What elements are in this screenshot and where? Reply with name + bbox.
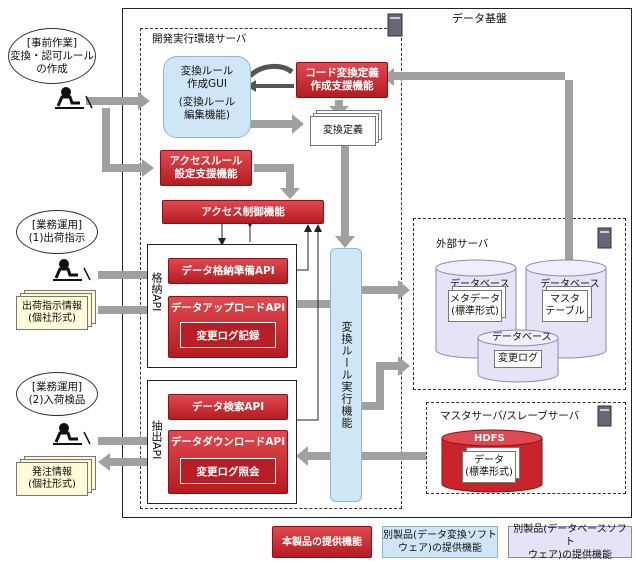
master-table-line2: テーブル — [545, 306, 585, 317]
legend-database-software: 別製品(データベースソフト ウェア)の提供機能 — [508, 523, 632, 561]
access-rule-line2: 設定支援機能 — [174, 168, 238, 180]
conversion-gui-line4: 編集機能) — [183, 109, 231, 121]
server-icon — [387, 13, 403, 37]
change-log-record: 変更ログ記録 — [180, 322, 276, 348]
rule-engine-label: 変換ルール実行機能 — [340, 321, 353, 429]
hdfs-title: HDFS — [474, 433, 505, 444]
server-icon — [597, 405, 612, 427]
search-api: データ検索API — [168, 394, 288, 420]
db3-title: データベース — [492, 332, 552, 343]
master-table-line1: マスタ — [550, 294, 580, 305]
order-info-doc: 発注情報 (個社形式) — [16, 462, 88, 496]
order-doc-line1: 発注情報 — [32, 467, 72, 478]
shipping-doc-line1: 出荷指示情報 — [22, 301, 82, 312]
conversion-gui-line1: 変換ルール — [180, 65, 234, 77]
arrow-pre-to-gui — [86, 92, 150, 110]
data-platform-title: データ基盤 — [452, 12, 507, 25]
download-api-label: データダウンロードAPI — [170, 436, 286, 448]
code-support-line1: コード変換定義 — [305, 67, 379, 79]
conversion-gui-line3: (変換ルール — [178, 96, 236, 108]
external-server-title: 外部サーバ — [436, 238, 489, 250]
shipping-doc-line2: (個社形式) — [28, 313, 76, 324]
prep-api-label: データ格納準備API — [181, 264, 275, 277]
legend-database-line2: ウェア)の提供機能 — [528, 549, 612, 561]
legend-conversion-software: 別製品(データ変換ソフト ウェア)の提供機能 — [382, 526, 498, 558]
access-rule-support: アクセスルール 設定支援機能 — [160, 150, 252, 186]
metadata-line2: (標準形式) — [451, 306, 499, 317]
arrow-inspect-to-search — [98, 432, 168, 450]
arrow-gui-loop — [248, 64, 294, 78]
arrow-engine-to-hdfs — [362, 356, 410, 410]
extract-api-label: 抽出API — [150, 420, 163, 460]
code-support-line2: 作成支援機能 — [310, 80, 374, 92]
conversion-gui-line2: 作成GUI — [187, 78, 227, 90]
callout-shipping-line1: [業務運用] — [31, 219, 83, 231]
person-icon — [55, 87, 93, 109]
callout-shipping: [業務運用] (1)出荷指示 — [16, 210, 98, 254]
hdfs-data-doc: データ (標準形式) — [462, 451, 516, 483]
legend-conversion-line1: 別製品(データ変換ソフト — [383, 530, 497, 541]
arrow-code-to-def — [329, 100, 349, 116]
db1-title: データベース — [450, 279, 510, 290]
conversion-definition: 変換定義 — [310, 116, 376, 146]
arrow-engine-to-external — [362, 280, 410, 300]
conversion-def-label: 変換定義 — [323, 125, 363, 136]
master-server-frame — [426, 402, 626, 494]
hdfs-data-line1: データ — [474, 455, 504, 466]
db2-title: データベース — [540, 279, 600, 290]
legend-conversion-line2: ウェア)の提供機能 — [398, 543, 482, 554]
external-server-frame — [413, 218, 626, 390]
arrow-download-to-order — [98, 453, 168, 471]
person-icon — [53, 423, 91, 445]
access-rule-line1: アクセスルール — [169, 155, 243, 167]
change-log-doc: 変更ログ — [494, 350, 542, 368]
legend-database-line1: 別製品(データベースソフト — [513, 523, 627, 548]
arrow-shipdoc-to-upload — [98, 301, 168, 319]
change-log-doc-label: 変更ログ — [498, 353, 538, 364]
legend-product-label: 本製品の提供機能 — [282, 536, 362, 548]
hdfs-data-line2: (標準形式) — [465, 467, 513, 478]
callout-inspection-line1: [業務運用] — [31, 381, 83, 393]
upload-api-label: データアップロードAPI — [170, 302, 286, 314]
callout-preparation-line2: 変換・認可ルール — [10, 49, 94, 62]
change-log-ref-label: 変更ログ照会 — [196, 465, 260, 478]
access-control: アクセス制御機能 — [162, 200, 324, 224]
storage-api-label: 格納API — [150, 272, 163, 312]
person-icon — [53, 259, 91, 281]
access-control-label: アクセス制御機能 — [201, 205, 285, 218]
shipping-instruction-doc: 出荷指示情報 (個社形式) — [16, 296, 88, 330]
dev-server-title: 開発実行環境サーバ — [152, 33, 247, 45]
arrow-def-to-engine — [335, 140, 355, 248]
arrow-rule-to-control — [254, 164, 300, 199]
server-icon — [597, 227, 612, 249]
conversion-gui: 変換ルール 作成GUI (変換ルール 編集機能) — [163, 56, 251, 138]
callout-inspection: [業務運用] (2)入荷検品 — [16, 372, 98, 416]
callout-preparation-line1: [事前作業] — [26, 36, 78, 49]
arrow-gui-to-def — [250, 114, 304, 134]
metadata-line1: メタデータ — [450, 294, 500, 305]
code-conversion-support: コード変換定義 作成支援機能 — [296, 62, 388, 98]
order-doc-line2: (個社形式) — [28, 479, 76, 490]
callout-inspection-line2: (2)入荷検品 — [28, 394, 86, 406]
callout-shipping-line2: (1)出荷指示 — [28, 232, 86, 244]
arrow-ship-to-prep — [98, 266, 168, 284]
legend-product: 本製品の提供機能 — [272, 526, 372, 558]
master-server-title: マスタサーバ/スレーブサーバ — [440, 410, 580, 422]
change-log-record-label: 変更ログ記録 — [196, 329, 260, 342]
arrow-pre-down — [102, 108, 154, 177]
callout-preparation-line3: の作成 — [36, 62, 68, 75]
callout-preparation: [事前作業] 変換・認可ルール の作成 — [8, 28, 96, 84]
dev-server-frame — [140, 28, 402, 509]
master-table-doc: マスタ テーブル — [542, 290, 588, 322]
search-api-label: データ検索API — [191, 400, 265, 413]
change-log-reference: 変更ログ照会 — [180, 458, 276, 484]
metadata-doc: メタデータ (標準形式) — [448, 290, 502, 322]
prep-api: データ格納準備API — [168, 258, 288, 284]
conversion-rule-engine: 変換ルール実行機能 — [330, 248, 362, 502]
